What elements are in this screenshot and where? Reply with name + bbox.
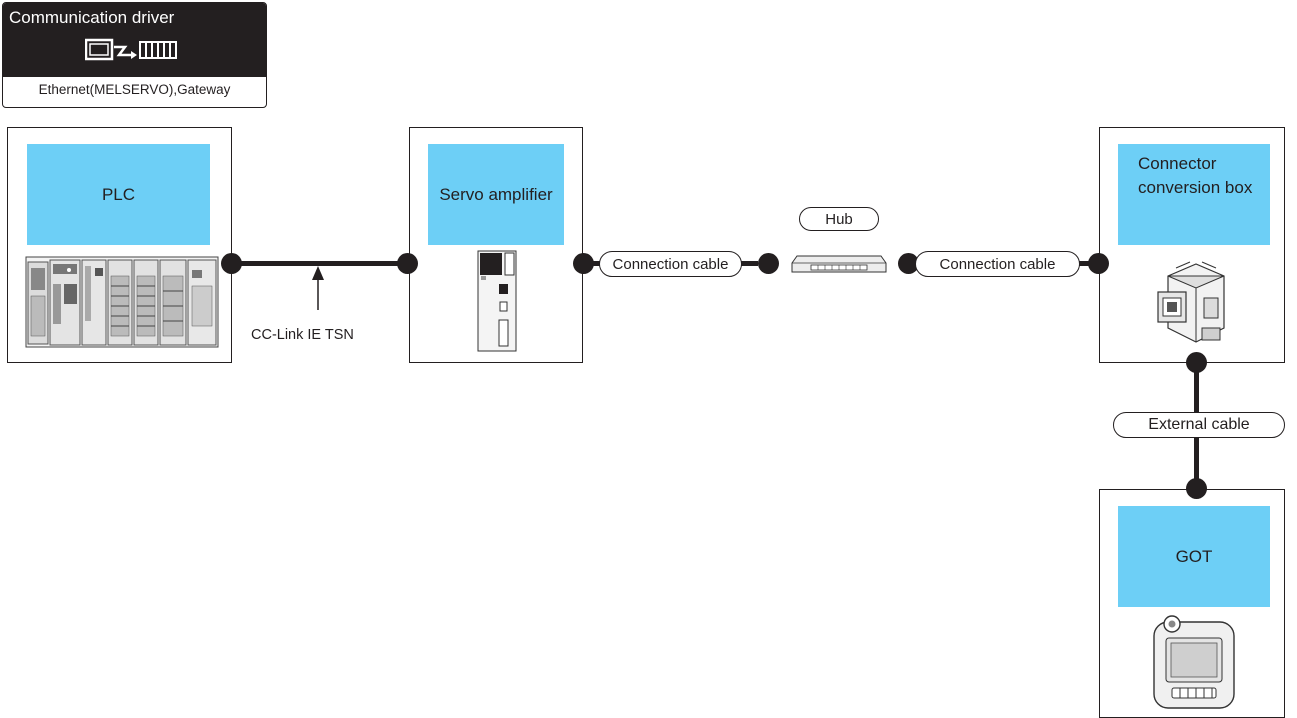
hub-icon xyxy=(791,255,887,273)
external-cable-label: External cable xyxy=(1113,412,1285,438)
communication-driver-badge: Communication driver Ethernet(MELSERVO),… xyxy=(2,2,267,108)
connection-cable-left-label: Connection cable xyxy=(599,251,742,277)
got-to-plc-icon xyxy=(85,38,177,61)
servo-amplifier-label: Servo amplifier xyxy=(428,144,564,245)
plc-device: PLC xyxy=(7,127,232,363)
hub-left-dot xyxy=(758,253,779,274)
connector-conversion-box-device: Connector conversion box xyxy=(1099,127,1285,363)
connector-conversion-box-image xyxy=(1157,261,1225,343)
servo-left-port-dot xyxy=(397,253,418,274)
got-image xyxy=(1153,615,1235,709)
connector-box-port-dot xyxy=(1088,253,1109,274)
plc-port-dot xyxy=(221,253,242,274)
servo-right-port-dot xyxy=(573,253,594,274)
got-device: GOT xyxy=(1099,489,1285,718)
driver-title: Communication driver xyxy=(9,8,175,27)
servo-amplifier-image xyxy=(477,250,517,352)
connection-cable-right-label: Connection cable xyxy=(915,251,1080,277)
driver-header: Communication driver xyxy=(3,3,266,77)
network-label: CC-Link IE TSN xyxy=(251,327,354,343)
plc-label: PLC xyxy=(27,144,210,245)
driver-name: Ethernet(MELSERVO),Gateway xyxy=(38,82,231,97)
plc-image xyxy=(25,256,219,348)
got-port-dot xyxy=(1186,478,1207,499)
servo-amplifier-device: Servo amplifier xyxy=(409,127,583,363)
network-pointer-arrow xyxy=(312,266,324,310)
cc-link-line xyxy=(232,261,406,266)
hub-label: Hub xyxy=(799,207,879,231)
hub-right-dot xyxy=(898,253,919,274)
got-label: GOT xyxy=(1118,506,1270,607)
connector-conversion-box-label: Connector conversion box xyxy=(1118,144,1270,245)
